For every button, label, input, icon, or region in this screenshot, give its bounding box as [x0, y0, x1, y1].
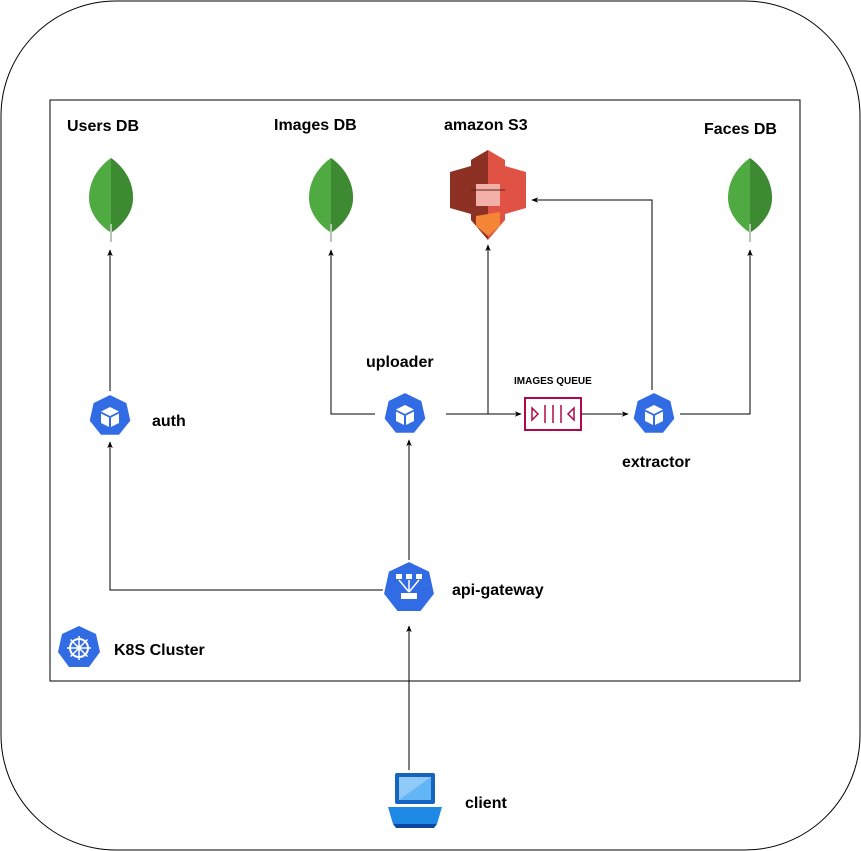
users-db-label: Users DB — [67, 118, 139, 135]
edge-extractor-s3 — [531, 197, 653, 390]
extractor-label: extractor — [622, 454, 690, 471]
faces-db-label: Faces DB — [704, 121, 777, 138]
auth-node[interactable]: auth — [87, 393, 186, 437]
api-gateway-label: api-gateway — [452, 582, 544, 599]
auth-label: auth — [152, 413, 186, 430]
users-db-node[interactable]: Users DB — [67, 118, 139, 243]
client-node[interactable]: client — [388, 773, 507, 828]
kubernetes-helm-icon — [58, 626, 100, 667]
laptop-icon — [388, 773, 442, 828]
edge-extractor-facesdb — [680, 249, 753, 415]
extractor-node[interactable]: extractor — [622, 391, 690, 471]
edge-gateway-auth — [107, 441, 385, 591]
edge-uploader-imagesdb — [328, 249, 375, 415]
message-queue-icon — [524, 397, 582, 431]
api-gateway-node[interactable]: api-gateway — [381, 559, 544, 613]
client-label: client — [465, 795, 507, 812]
faces-db-node[interactable]: Faces DB — [704, 121, 777, 243]
images-queue-node[interactable]: IMAGES QUEUE — [514, 376, 592, 431]
amazon-s3-icon — [450, 150, 526, 240]
k8s-cluster-badge: K8S Cluster — [58, 626, 205, 667]
images-db-node[interactable]: Images DB — [274, 117, 357, 243]
api-gateway-icon — [381, 559, 437, 613]
kubernetes-pod-icon — [87, 393, 133, 437]
amazon-s3-label: amazon S3 — [444, 117, 528, 134]
k8s-cluster-label: K8S Cluster — [114, 642, 205, 659]
amazon-s3-node[interactable]: amazon S3 — [444, 117, 528, 240]
uploader-node[interactable]: uploader — [366, 354, 434, 435]
kubernetes-pod-icon — [382, 391, 428, 435]
edges — [107, 197, 753, 770]
images-queue-label: IMAGES QUEUE — [514, 376, 592, 387]
images-db-label: Images DB — [274, 117, 357, 134]
kubernetes-pod-icon — [631, 391, 677, 435]
uploader-label: uploader — [366, 354, 434, 371]
